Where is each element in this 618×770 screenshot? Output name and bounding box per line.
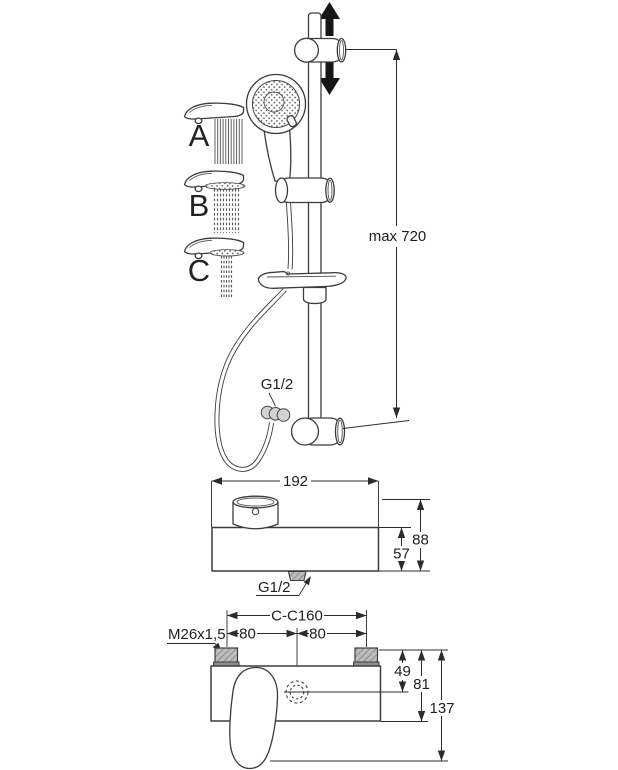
front-total-height-label: 137: [429, 700, 454, 717]
dimension-width: 192: [211, 473, 379, 490]
dimension-total-height: 88: [411, 499, 430, 571]
water-drop-icon: [194, 252, 203, 260]
right-inlet-nut: [353, 647, 380, 667]
top-wall-bracket: [293, 37, 347, 63]
width-label: 192: [283, 473, 308, 490]
water-drop-icon: [194, 117, 203, 125]
total-height-label: 88: [412, 532, 429, 549]
front-body-height-label: 81: [413, 676, 430, 693]
spray-mode-a: A: [183, 102, 245, 164]
rail-slider-holder: [274, 177, 335, 204]
mixer-front-view: C-C160 80 80 M26x1,5: [167, 608, 455, 770]
dimension-body-height: 57: [392, 527, 411, 571]
body-height-label: 57: [393, 546, 410, 563]
hose-thread-label: G1/2: [261, 376, 294, 393]
jet-spray-lines-icon: [220, 256, 233, 298]
outlet-offset-label: 49: [394, 663, 411, 680]
left-spacing-label: 80: [239, 626, 256, 643]
dimension-front-body-height: 81: [412, 650, 431, 722]
soap-dish: [257, 270, 347, 305]
spray-mode-c-label: C: [188, 253, 210, 288]
hose-thread-leader: [268, 392, 276, 407]
spray-mode-b-label: B: [189, 188, 210, 223]
outlet-connector: [287, 570, 307, 582]
control-knob: [232, 495, 279, 530]
spray-selector-tab: [286, 115, 297, 128]
mixer-side-view: 192 G1/2 57: [211, 473, 430, 596]
bottom-wall-bracket: [290, 417, 346, 446]
max-height-label: max 720: [369, 228, 427, 245]
water-drop-icon: [194, 185, 203, 193]
shower-hose-loop-inner: [215, 288, 287, 471]
inlet-thread-label: M26x1,5: [168, 626, 226, 643]
soap-dish-sleeve: [302, 286, 327, 305]
nozzle-face: [209, 249, 245, 257]
medium-spray-lines-icon: [213, 189, 240, 233]
spray-mode-b: B: [183, 170, 246, 233]
outlet-thread-callout: G1/2: [256, 576, 311, 596]
nozzle-face: [204, 182, 246, 190]
rail-assembly-view: G1/2 max 720: [214, 2, 427, 472]
wide-spray-lines-icon: [214, 119, 243, 164]
dimension-max-height: max 720: [342, 49, 427, 429]
handshower-highlight: [189, 172, 213, 181]
handshower-profile-icon: [183, 102, 245, 120]
spray-mode-legend: A B C: [183, 102, 246, 298]
arrow-up-icon: [319, 2, 340, 36]
dimension-outlet-offset: 49: [393, 650, 412, 692]
handshower-highlight: [189, 239, 213, 248]
dimension-front-total-height: 137: [428, 650, 455, 761]
mixer-body-side: [211, 526, 380, 572]
right-spacing-label: 80: [309, 626, 326, 643]
shower-rail: [307, 12, 322, 426]
handshower-handle: [263, 127, 292, 182]
spray-mode-c: C: [183, 237, 245, 298]
outlet-port-hidden: [284, 680, 310, 704]
handshower-highlight: [189, 104, 213, 113]
arrow-down-icon: [319, 61, 340, 95]
shower-hose-upper-inner: [286, 202, 293, 270]
mixer-lever-handle: [229, 666, 279, 770]
dimension-center-distance: C-C160: [227, 608, 367, 625]
center-distance-label: C-C160: [271, 608, 323, 625]
handshower-head: [245, 73, 307, 135]
left-inlet-nut: [213, 647, 240, 667]
outlet-thread-label: G1/2: [258, 579, 291, 596]
spray-mode-a-label: A: [189, 118, 210, 153]
hose-connection-nut: [260, 405, 291, 422]
dimension-inlet-spacing: 80 80: [227, 626, 367, 643]
